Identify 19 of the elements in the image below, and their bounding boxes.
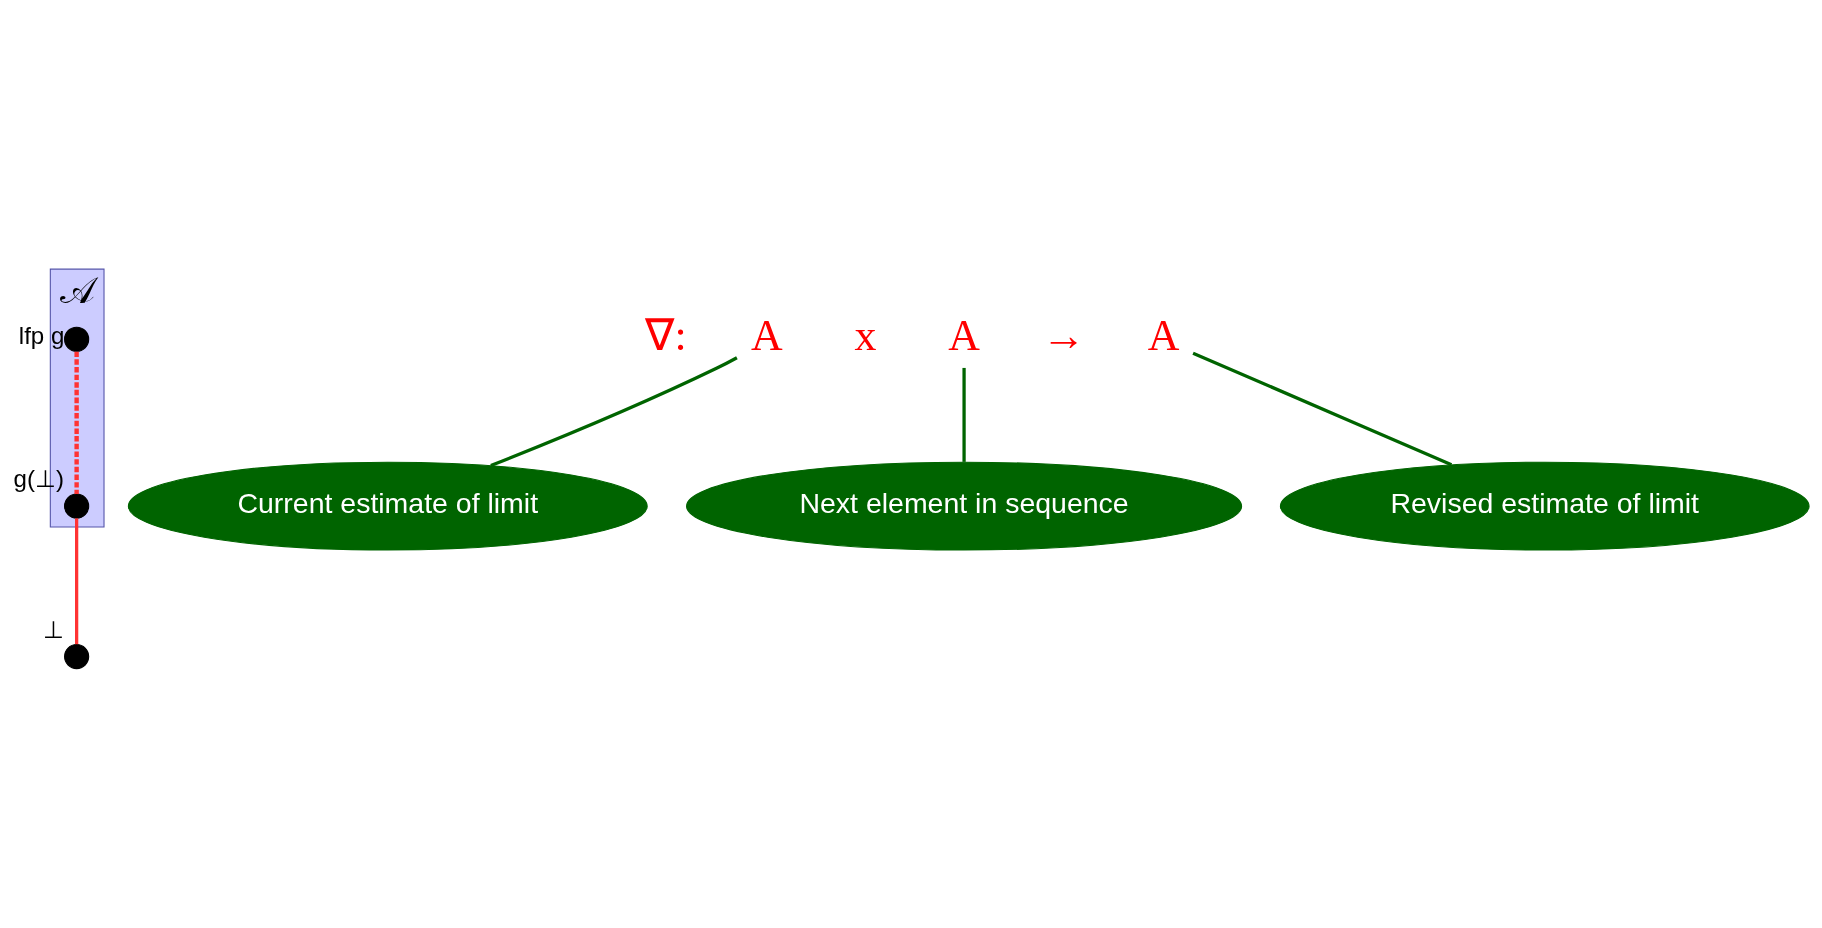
connector bbox=[74, 351, 79, 494]
node-label: lfp g bbox=[18, 321, 65, 349]
node-text: A bbox=[1147, 310, 1180, 359]
label: x bbox=[854, 310, 877, 359]
node-circle bbox=[64, 643, 90, 669]
node-ellipse: Current estimate of limit bbox=[127, 461, 648, 551]
connector bbox=[490, 355, 738, 467]
node-circle bbox=[64, 493, 90, 519]
connector bbox=[1192, 351, 1453, 466]
node-label: ⊥ bbox=[43, 615, 65, 642]
node-text: A bbox=[751, 310, 783, 359]
node-ellipse: Next element in sequence bbox=[686, 461, 1243, 551]
node-circle bbox=[64, 326, 90, 352]
label: → bbox=[1041, 310, 1086, 359]
label: ∇: bbox=[645, 310, 687, 359]
connector bbox=[962, 367, 966, 462]
node-ellipse: Revised estimate of limit bbox=[1279, 461, 1810, 551]
connector bbox=[75, 517, 79, 644]
node-text: A bbox=[948, 310, 980, 359]
